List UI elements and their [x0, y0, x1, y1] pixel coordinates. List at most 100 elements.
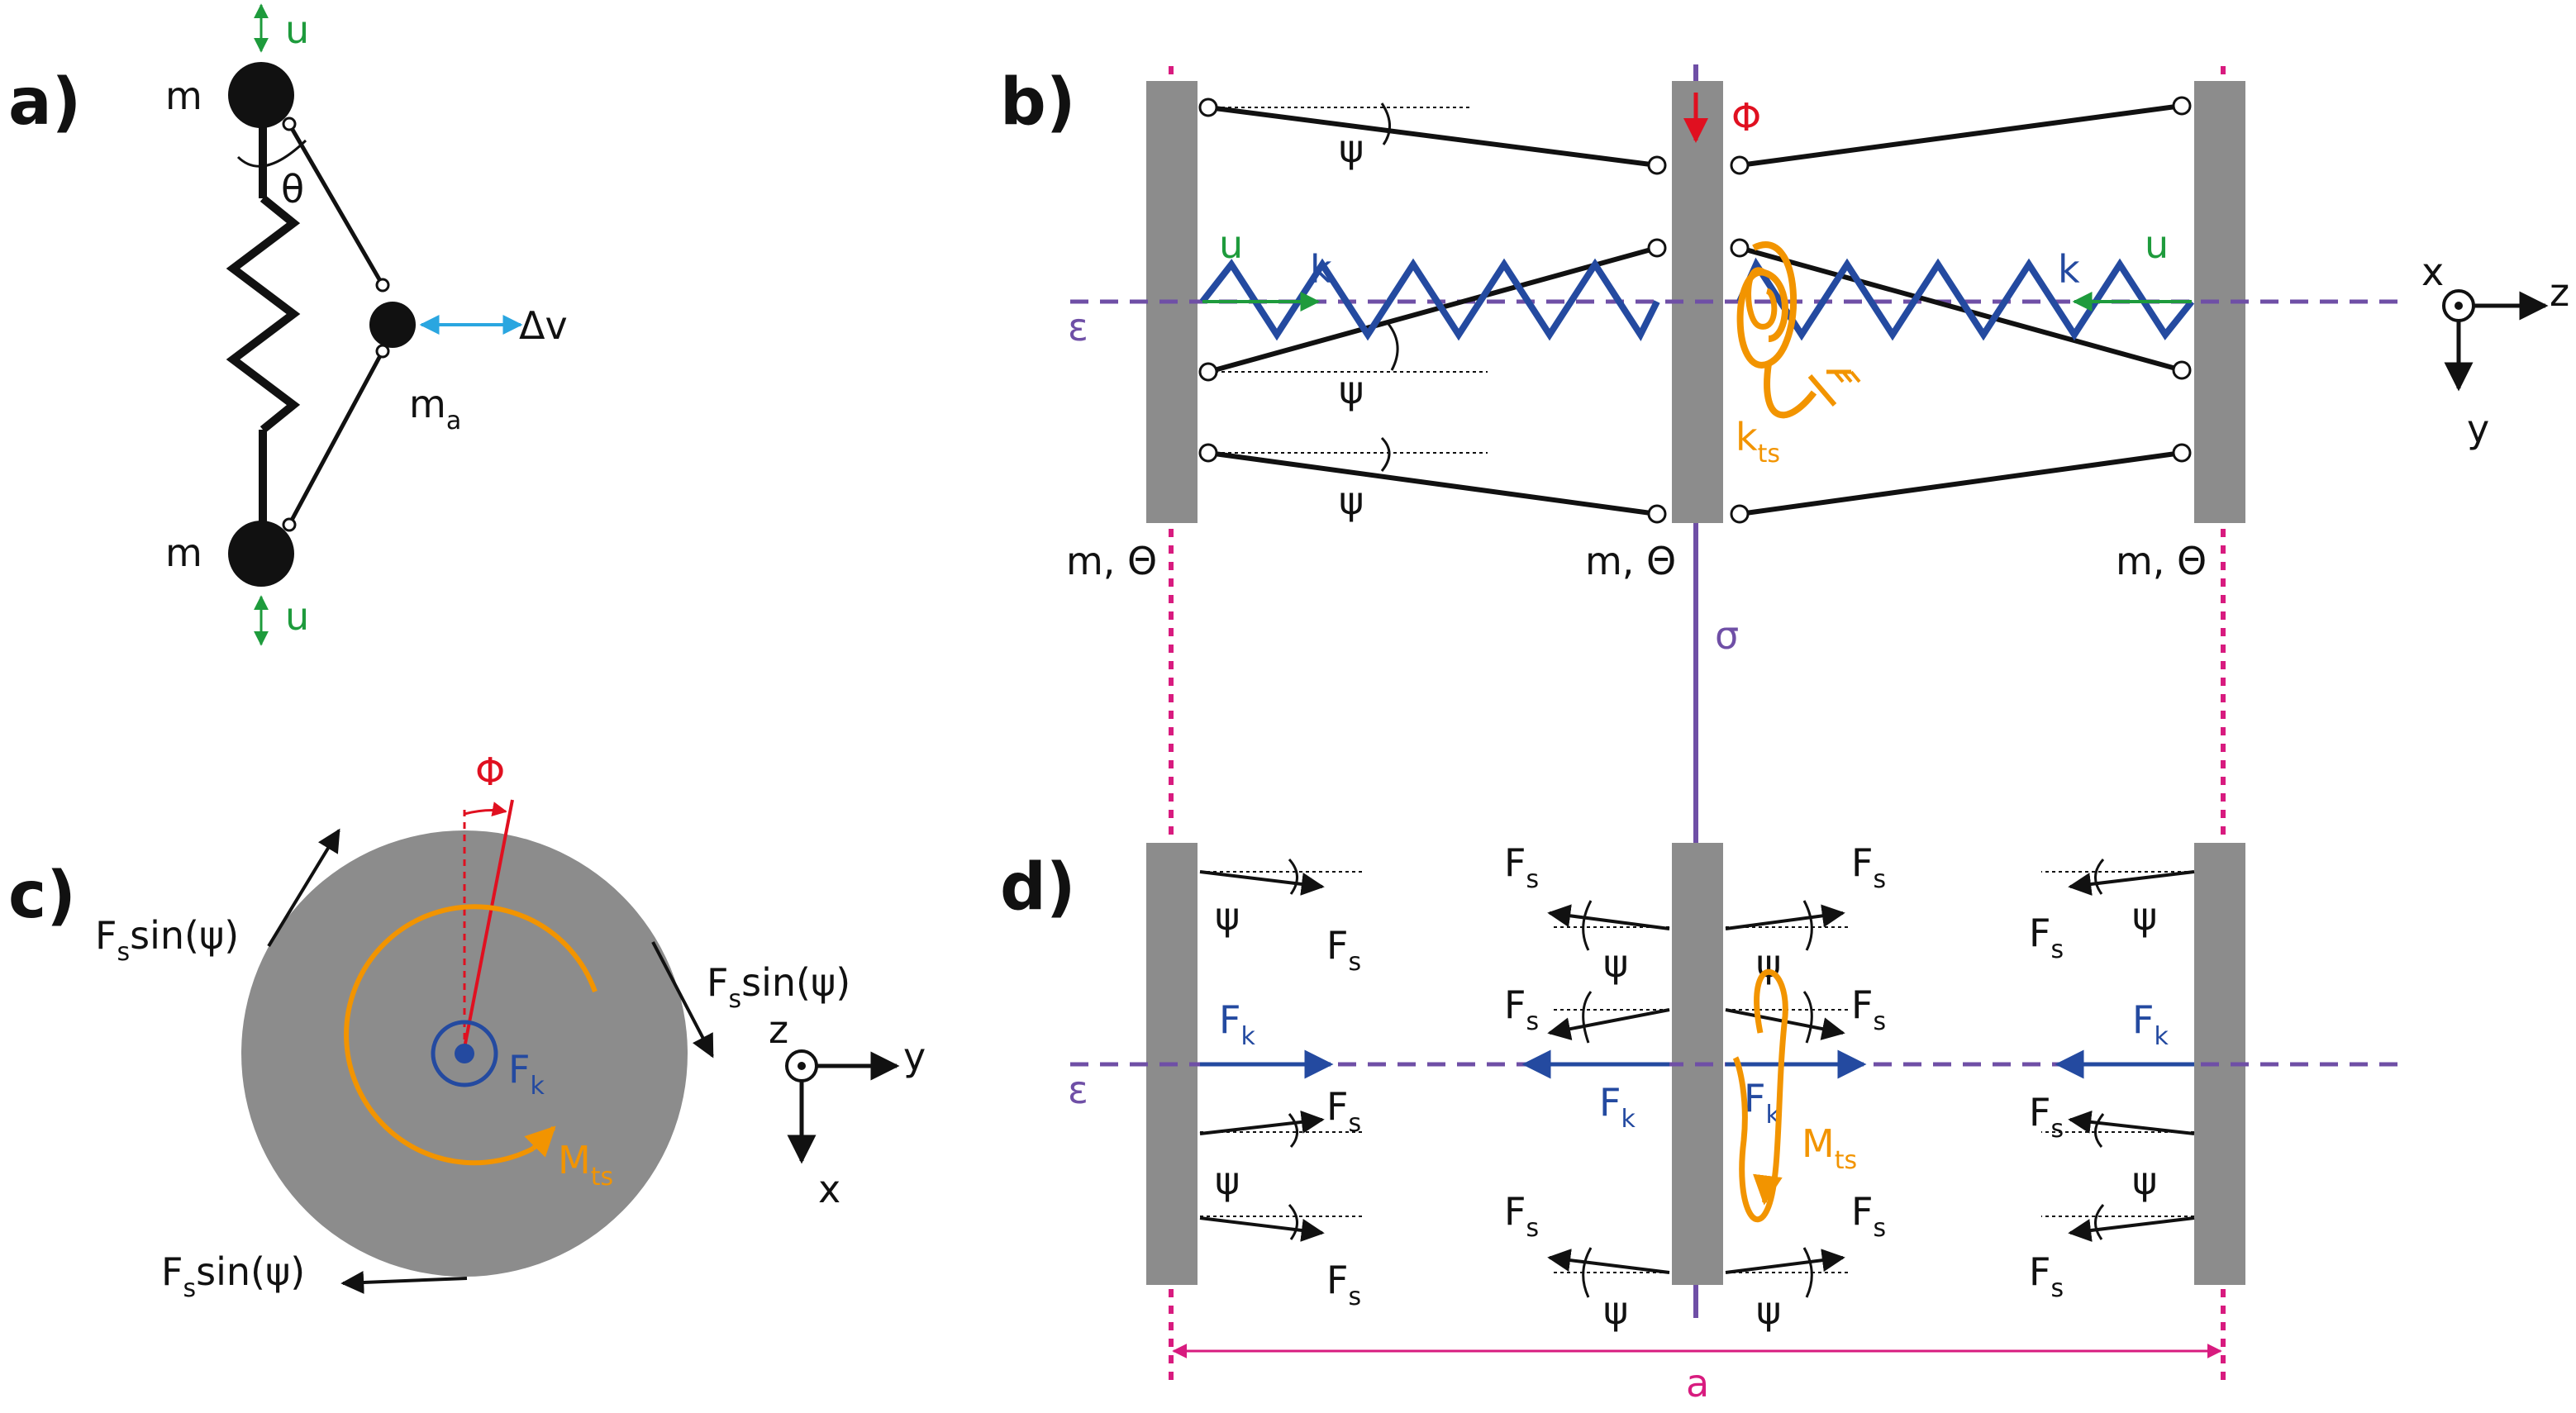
hinge [1730, 155, 1750, 175]
panel-a-unit-cell: θ m m u u Δv ma [165, 3, 568, 646]
coordinate-system-c: z y x [769, 1007, 926, 1211]
phi-arc-arrow [464, 802, 507, 816]
spring-force-label-c: Fk [508, 1047, 545, 1101]
lower-thin-link [287, 350, 385, 526]
center-point [455, 1044, 474, 1063]
hinge [2172, 360, 2192, 380]
hinge [1198, 443, 1218, 463]
hinge [1198, 98, 1218, 117]
torsion-spring-tail [1764, 363, 1817, 419]
hinge [1647, 238, 1667, 258]
fs-force-arrow [1725, 1249, 1845, 1274]
panel-label-b: b) [1000, 65, 1075, 140]
fs-label: Fs [1851, 840, 1886, 894]
fs-label: Fs [1504, 840, 1539, 894]
link-top-left [1207, 105, 1658, 168]
bottom-u-label: u [285, 594, 309, 639]
tangential-force-label: Fssin(ψ) [707, 960, 850, 1014]
fs-force-arrow [1547, 904, 1670, 930]
top-u-label: u [285, 7, 309, 52]
rotated-line [463, 799, 514, 1049]
right-u-label: u [2145, 222, 2169, 267]
fs-label: Fs [1326, 1084, 1361, 1138]
left-u-label: u [1219, 222, 1243, 267]
psi-angle-arc [1387, 323, 1399, 371]
hinge [2172, 443, 2192, 463]
y-axis-label: y [903, 1035, 926, 1079]
fs-label: Fs [2029, 1249, 2064, 1303]
phi-label-c: Φ [475, 749, 505, 794]
fs-force-arrow [1199, 870, 1325, 896]
theta-label: θ [281, 167, 304, 212]
bottom-mass-label: m [165, 530, 202, 575]
psi-label: ψ [2132, 894, 2157, 939]
fs-label: Fs [1504, 1189, 1539, 1243]
right-mass-label: m, Θ [2116, 539, 2207, 583]
fs-label: Fs [1504, 982, 1539, 1036]
spring-force-ring [431, 1020, 498, 1087]
tangential-force-arrow [651, 941, 714, 1059]
top-mass-label: m [165, 74, 202, 118]
hinge [1730, 238, 1750, 258]
x-axis-label: x [818, 1167, 840, 1211]
x-axis-label: x [2421, 250, 2444, 294]
fs-label: Fs [2029, 1090, 2064, 1144]
moment-arrow-head [1752, 1173, 1783, 1206]
fk-label: Fk [2132, 997, 2169, 1051]
epsilon-label: ɛ [1068, 305, 1088, 350]
fs-force-arrow [2068, 1110, 2195, 1135]
coordinate-system-b: x z y [2421, 250, 2569, 451]
fs-label: Fs [1326, 923, 1361, 977]
link-cross-right [1739, 245, 2183, 373]
fs-force-arrow [2068, 870, 2195, 896]
panel-b-lattice: ɛ ψ ψ ψ [1066, 81, 2405, 583]
z-axis-label: z [769, 1007, 788, 1052]
moment-arrow-head [524, 1125, 556, 1158]
fs-label: Fs [1326, 1258, 1361, 1311]
hinge [1198, 362, 1218, 382]
torsion-spring-inner [1745, 267, 1778, 330]
bottom-mass [228, 521, 294, 587]
hinge [375, 344, 390, 359]
y-axis-label: y [2467, 407, 2489, 451]
fs-force-arrow [2068, 1216, 2195, 1242]
fk-label: Fk [1599, 1080, 1636, 1134]
psi-label: ψ [1339, 478, 1364, 523]
psi-label: ψ [1603, 1288, 1628, 1333]
hinge [282, 117, 297, 131]
upper-thin-link [287, 122, 385, 287]
fs-force-arrow [1547, 1249, 1670, 1274]
moment-label-d: Mts [1802, 1121, 1857, 1175]
fs-force-arrow [1199, 1216, 1325, 1242]
torsion-spring-coil [1736, 241, 1797, 369]
psi-label: ψ [1215, 1158, 1240, 1203]
psi-label: ψ [1215, 894, 1240, 939]
axial-spring [226, 195, 301, 433]
panel-d-free-body: ɛ [1068, 840, 2405, 1333]
theta-angle-arc [236, 139, 307, 168]
fs-label: Fs [2029, 911, 2064, 964]
link-cross-left [1207, 245, 1658, 374]
ground-symbol [1807, 369, 1861, 407]
hinge [1730, 504, 1750, 524]
panel-c-rotation-view: Φ Mts Fk Fssin(ψ) Fssin(ψ) Fssin(ψ) [95, 749, 850, 1303]
sigma-label: σ [1715, 613, 1739, 658]
lattice-constant-label: a [1686, 1361, 1709, 1406]
hinge [375, 278, 390, 293]
left-mass-label: m, Θ [1066, 539, 1157, 583]
auxiliary-mass-label: ma [409, 382, 461, 435]
link-top-right [1739, 103, 2183, 168]
moment-arc [344, 904, 598, 1166]
fs-label: Fs [1851, 1189, 1886, 1243]
fs-force-arrow [1199, 1110, 1325, 1135]
phi-label: Φ [1731, 95, 1761, 140]
right-k-label: k [2058, 247, 2080, 292]
link-bottom-right [1739, 450, 2183, 516]
panel-label-a: a) [8, 65, 81, 140]
link-bottom-left [1207, 450, 1658, 516]
psi-label: ψ [1339, 368, 1364, 412]
center-mass-label: m, Θ [1585, 539, 1676, 583]
fs-label: Fs [1851, 982, 1886, 1036]
hinge [1647, 504, 1667, 524]
